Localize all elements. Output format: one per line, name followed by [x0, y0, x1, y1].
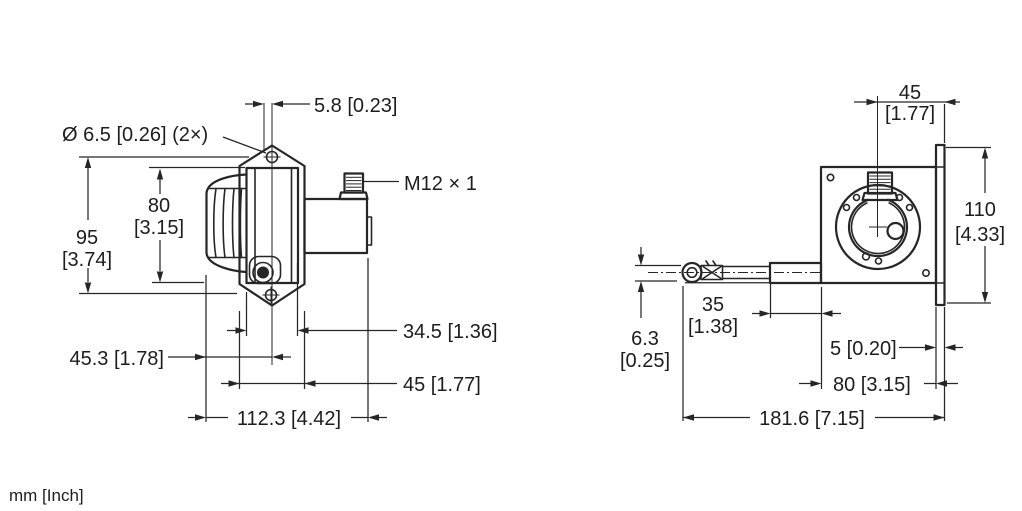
dim-bracket-width [221, 311, 397, 389]
sensor-face-hole-large [886, 221, 905, 241]
dim-drum-to-axis [168, 353, 291, 361]
label-bar-height-mm: 110 [964, 199, 996, 221]
sensor-housing-circle [834, 183, 922, 271]
label-drum-to-axis: 45.3 [1.78] [69, 348, 164, 370]
label-overall-depth: 112.3 [4.42] [237, 408, 341, 430]
sensor-opening-outer [847, 198, 909, 258]
label-rope-stub-inch: [1.38] [688, 316, 738, 338]
label-rope-diameter-mm: 6.3 [631, 328, 659, 350]
dim-axis-to-edge [854, 98, 960, 143]
rear-cylinder [303, 197, 369, 255]
thread-hatch [869, 175, 891, 190]
cable-outlet-plate [248, 255, 282, 285]
label-plate-width: 80 [3.15] [833, 374, 911, 396]
label-rope-diameter-inch: [0.25] [620, 350, 670, 372]
dim-body-depth [227, 263, 397, 336]
label-body-height-inch: [3.15] [134, 217, 184, 239]
bracket-hole-top [263, 148, 281, 166]
dim-rope-stub [752, 284, 841, 389]
label-body-height-mm: 80 [148, 195, 170, 217]
sensor-face-holes [842, 193, 914, 265]
hole-leader-line [222, 136, 267, 154]
label-axis-to-edge-mm: 45 [899, 82, 921, 104]
dim-overall-length [682, 286, 945, 421]
wire-eyelet-hole [686, 266, 698, 279]
thread-hatch [346, 176, 362, 191]
label-cable-offset: 5.8 [0.23] [314, 95, 397, 117]
draw-wire [681, 260, 823, 285]
front-view: Ø 6.5 [0.26] (2×) 5.8 [0.23] M12 × 1 80 … [62, 95, 498, 430]
m12-connector [338, 172, 369, 201]
sensor-opening-inner [850, 202, 906, 255]
label-axis-to-edge-inch: [1.77] [885, 103, 935, 125]
label-hole-diameter: Ø 6.5 [0.26] (2×) [62, 124, 208, 146]
dim-bar-thickness [899, 344, 963, 351]
bracket-hole-bottom [262, 286, 280, 304]
label-hole-spacing-inch: [3.74] [62, 249, 112, 271]
rear-cylinder-step [366, 216, 373, 246]
cable-outlet-ring [252, 261, 274, 284]
dim-cable-offset [245, 100, 310, 108]
dim-body-height [149, 166, 245, 284]
cable-outlet-hole [257, 266, 269, 279]
units-note: mm [Inch] [9, 486, 84, 505]
m12-connector-top [861, 171, 899, 202]
wire-clip [700, 260, 724, 281]
label-hole-spacing-mm: 95 [76, 227, 98, 249]
plate-hole-bottom-right [921, 268, 930, 277]
label-rope-stub-mm: 35 [702, 294, 724, 316]
label-bar-thickness: 5 [0.20] [830, 338, 897, 360]
label-overall-length: 181.6 [7.15] [759, 408, 865, 430]
label-body-depth: 34.5 [1.36] [403, 321, 498, 343]
dim-bar-height [946, 146, 991, 304]
mounting-bracket [238, 144, 306, 307]
dim-hole-spacing [79, 156, 249, 295]
mounting-bar [934, 143, 946, 307]
dim-overall-depth [188, 258, 387, 422]
dim-plate-width [799, 307, 958, 421]
wire-sleeve [768, 261, 823, 285]
label-bracket-width: 45 [1.77] [403, 374, 481, 396]
cable-drum [205, 173, 248, 274]
label-connector: M12 × 1 [404, 173, 477, 195]
label-bar-height-inch: [4.33] [955, 224, 1005, 246]
dim-rope-diameter [635, 247, 681, 318]
plate-hole-top-left [826, 173, 835, 182]
side-view: 45 [1.77] 110 [4.33] 35 [1.38] 6.3 [0.25… [620, 82, 1005, 430]
